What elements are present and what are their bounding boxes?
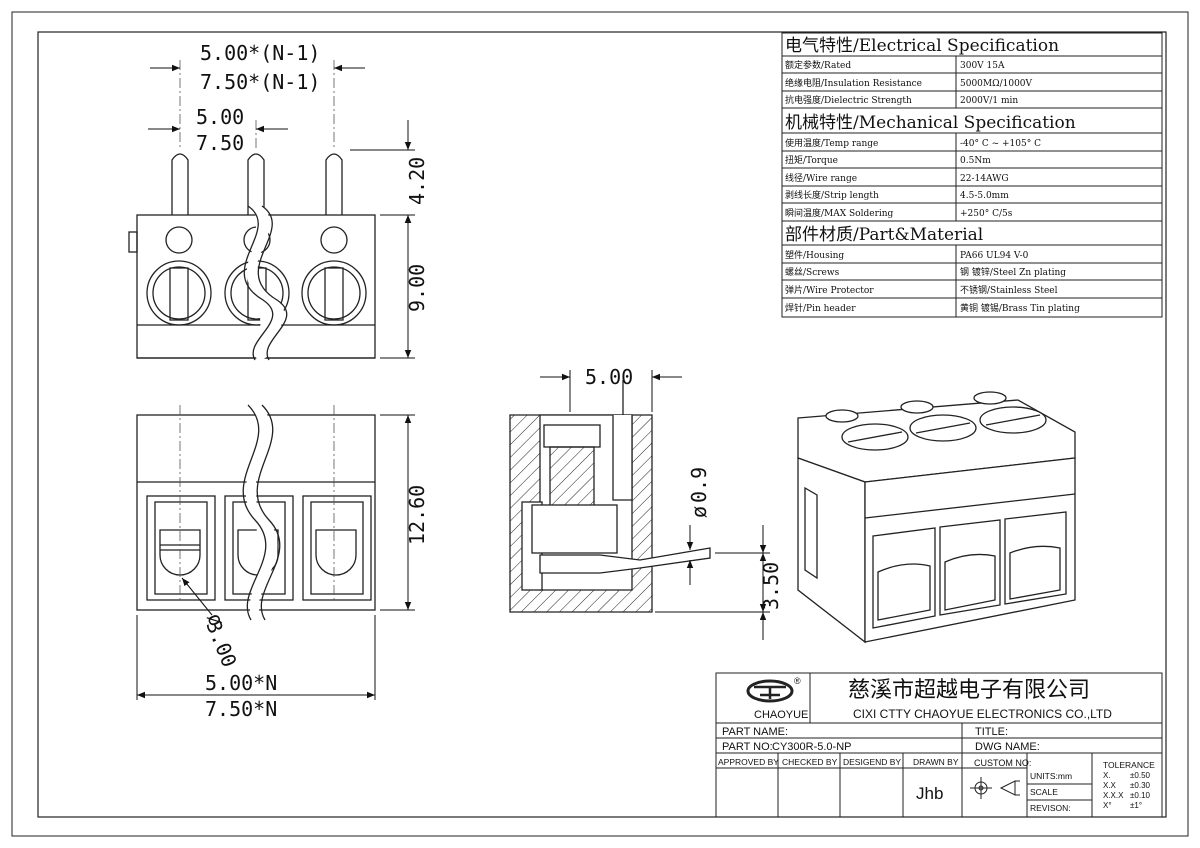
dim-pitch-75: 7.50 <box>196 131 244 155</box>
dim-pitch-n1-75: 7.50*(N-1) <box>200 70 320 94</box>
inner-frame <box>37 31 1167 818</box>
spec-label: 抗电强度/Dielectric Strength <box>785 94 912 106</box>
revision-label: REVISON: <box>1030 803 1071 813</box>
spec-value: 钢 镀锌/Steel Zn plating <box>960 266 1066 278</box>
designed-by-label: DESIGEND BY <box>843 757 901 767</box>
dim-front-height: 12.60 <box>405 485 429 545</box>
company-en: CIXI CTTY CHAOYUE ELECTRONICS CO.,LTD <box>853 707 1112 721</box>
drawn-by-label: DRAWN BY <box>913 757 959 767</box>
tolerance-value: ±0.10 <box>1130 791 1151 800</box>
tolerance-value: ±1° <box>1130 801 1142 810</box>
dim-pin-height: 4.20 <box>405 157 429 205</box>
spec-label: 额定参数/Rated <box>785 59 851 71</box>
tolerance-title: TOLERANCE <box>1103 760 1155 770</box>
part-no-value: CY300R-5.0-NP <box>772 741 851 753</box>
dim-pitch-5: 5.00 <box>196 105 244 129</box>
spec-label: 线径/Wire range <box>785 172 857 184</box>
spec-label: 焊针/Pin header <box>785 302 856 314</box>
title-block <box>715 672 1163 818</box>
spec-label: 弹片/Wire Protector <box>785 284 874 296</box>
electrical-header: 电气特性/Electrical Specification <box>785 36 1059 56</box>
dim-pin-dia-symbol: ø <box>687 506 711 518</box>
dim-pin-dia: 0.9 <box>687 467 711 503</box>
spec-label: 瞬间温度/MAX Soldering <box>785 207 894 219</box>
side-section-view <box>509 380 711 613</box>
approved-by-label: APPROVED BY <box>718 757 779 767</box>
part-name-label: PART NAME: <box>722 726 788 738</box>
dim-total-5: 5.00*N <box>205 671 277 695</box>
spec-value: +250° C/5s <box>960 209 1013 219</box>
dwg-name-label: DWG NAME: <box>975 741 1040 753</box>
dim-pin-offset: 3.50 <box>759 562 783 610</box>
logo-text: CHAOYUE <box>754 709 808 721</box>
spec-value: 22-14AWG <box>960 174 1009 184</box>
top-view <box>128 153 376 363</box>
dim-side-width: 5.00 <box>585 365 633 389</box>
dim-total-75: 7.50*N <box>205 697 277 721</box>
dim-pitch-n1-5: 5.00*(N-1) <box>200 41 320 65</box>
dim-body-height: 9.00 <box>405 264 429 312</box>
spec-label: 螺丝/Screws <box>785 266 840 278</box>
tolerance-key: X. <box>1103 771 1111 780</box>
spec-value: 不锈钢/Stainless Steel <box>960 284 1058 296</box>
company-cn: 慈溪市超越电子有限公司 <box>848 678 1090 703</box>
spec-label: 塑件/Housing <box>785 249 844 261</box>
tolerance-key: X° <box>1103 801 1112 810</box>
tolerance-value: ±0.50 <box>1130 771 1151 780</box>
spec-table <box>781 32 1163 318</box>
tolerance-key: X.X <box>1103 781 1117 790</box>
spec-label: 绝缘电阻/Insulation Resistance <box>785 77 922 89</box>
spec-value: 黄铜 镀锡/Brass Tin plating <box>960 302 1080 314</box>
spec-value: 0.5Nm <box>960 156 991 166</box>
custom-no-label: CUSTOM NO: <box>974 758 1031 768</box>
spec-label: 使用温度/Temp range <box>785 137 878 149</box>
material-header: 部件材质/Part&Material <box>785 225 983 245</box>
checked-by-label: CHECKED BY <box>782 757 838 767</box>
isometric-view <box>797 391 1076 644</box>
title-label: TITLE: <box>975 726 1008 738</box>
spec-value: 4.5-5.0mm <box>960 191 1009 201</box>
scale-label: SCALE <box>1030 787 1058 797</box>
spec-value: 5000MΩ/1000V <box>960 79 1033 89</box>
tolerance-key: X.X.X <box>1103 791 1124 800</box>
units-label: UNITS:mm <box>1030 771 1072 781</box>
drawn-by-value: Jhb <box>916 784 943 803</box>
part-no-label: PART NO: <box>722 741 773 753</box>
spec-value: 2000V/1 min <box>960 96 1018 106</box>
tolerance-value: ±0.30 <box>1130 781 1151 790</box>
spec-label: 剥线长度/Strip length <box>785 189 879 201</box>
spec-label: 扭矩/Torque <box>785 154 838 166</box>
outer-frame <box>11 11 1189 837</box>
spec-value: PA66 UL94 V-0 <box>960 251 1029 261</box>
mechanical-header: 机械特性/Mechanical Specification <box>785 113 1076 133</box>
logo-mark: ® <box>794 676 801 686</box>
front-view <box>136 401 376 623</box>
spec-value: -40° C ~ +105° C <box>960 139 1041 149</box>
spec-value: 300V 15A <box>960 61 1005 71</box>
